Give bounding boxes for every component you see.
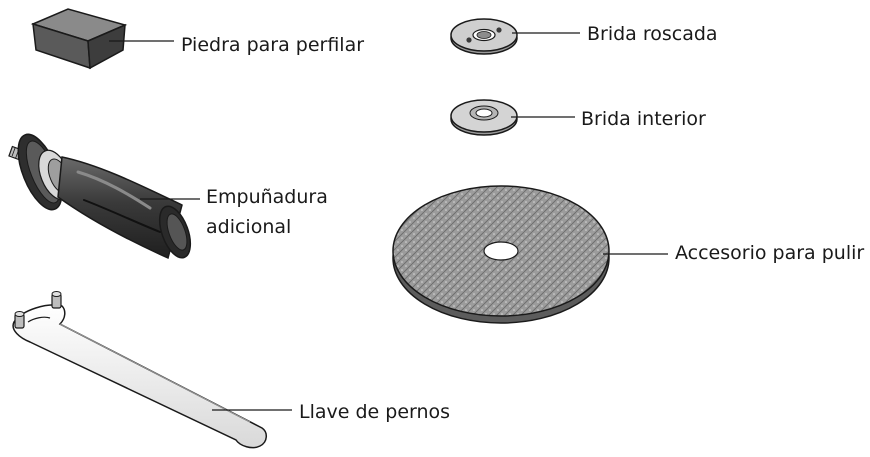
label-auxiliary-handle-line1: Empuñadura (206, 186, 328, 208)
stone-illustration (30, 8, 128, 70)
label-sharpening-stone: Piedra para perfilar (181, 34, 365, 56)
inner-flange-illustration (450, 99, 518, 136)
label-polishing-accessory: Accesorio para pulir (675, 242, 865, 264)
label-threaded-flange: Brida roscada (587, 23, 718, 45)
pin-wrench-illustration (12, 291, 267, 449)
auxiliary-handle-illustration (8, 133, 192, 260)
polishing-disc-illustration (392, 185, 610, 324)
label-pin-wrench: Llave de pernos (299, 401, 451, 423)
label-auxiliary-handle-line2: adicional (206, 216, 292, 238)
threaded-flange-illustration (450, 18, 518, 55)
label-inner-flange: Brida interior (581, 108, 706, 130)
